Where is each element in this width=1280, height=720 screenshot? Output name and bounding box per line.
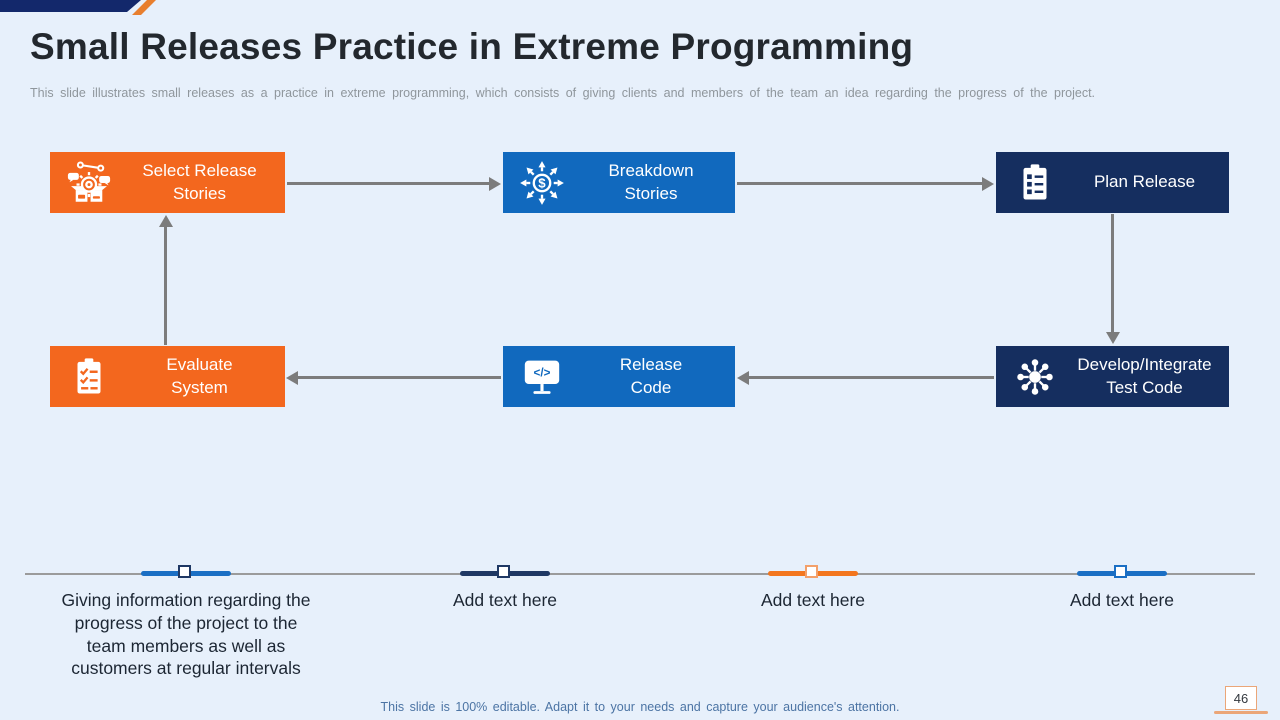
arrow-evaluate-to-select — [164, 227, 167, 345]
clipboard-check-icon — [50, 354, 128, 400]
timeline-caption-1[interactable]: Giving information regarding the progres… — [61, 590, 311, 679]
arrow-develop-to-release — [749, 376, 994, 379]
svg-text:$: $ — [538, 175, 546, 190]
flow-node-label: Plan Release — [1093, 172, 1196, 192]
flow-node-select-release-stories[interactable]: Select Release Stories — [50, 152, 285, 213]
flow-node-label: Select Release Stories — [142, 160, 257, 203]
timeline-caption-3[interactable]: Add text here — [760, 590, 866, 610]
flow-node-label: Develop/Integrate Test Code — [1077, 354, 1212, 397]
flow-node-label: Release Code — [619, 354, 683, 397]
flow-node-evaluate-system[interactable]: Evaluate System — [50, 346, 285, 407]
flow-node-develop-integrate-test-code[interactable]: Develop/Integrate Test Code — [996, 346, 1229, 407]
flow-node-breakdown-stories[interactable]: $ Breakdown Stories — [503, 152, 735, 213]
arrow-plan-to-develop — [1111, 214, 1114, 332]
flow-node-plan-release[interactable]: Plan Release — [996, 152, 1229, 213]
box-gear-chat-icon — [50, 158, 128, 208]
code-monitor-icon: </> — [503, 352, 581, 402]
arrow-release-to-evaluate — [298, 376, 501, 379]
timeline-marker-4[interactable] — [1077, 565, 1167, 582]
timeline-marker-3[interactable] — [768, 565, 858, 582]
page-number: 46 — [1225, 686, 1257, 710]
flow-node-label: Evaluate System — [166, 354, 233, 397]
timeline-caption-4[interactable]: Add text here — [1069, 590, 1175, 610]
svg-text:</>: </> — [534, 366, 551, 379]
flow-node-label: Breakdown Stories — [608, 160, 694, 203]
corner-ribbon-decoration — [0, 0, 156, 15]
dollar-burst-icon: $ — [503, 158, 581, 208]
clipboard-list-icon — [996, 160, 1074, 206]
page-subtitle: This slide illustrates small releases as… — [30, 86, 1096, 100]
timeline-slider-handle[interactable] — [805, 565, 818, 578]
arrow-breakdown-to-plan — [737, 182, 982, 185]
timeline-slider-handle[interactable] — [1114, 565, 1127, 578]
timeline-slider-handle[interactable] — [497, 565, 510, 578]
editable-note: This slide is 100% editable. Adapt it to… — [380, 700, 900, 714]
timeline-marker-1[interactable] — [141, 565, 231, 582]
arrow-select-to-breakdown — [287, 182, 489, 185]
page-number-badge: 46 — [1214, 686, 1268, 716]
timeline-caption-2[interactable]: Add text here — [452, 590, 558, 610]
laptop-base-icon — [1214, 711, 1268, 714]
timeline-line — [25, 573, 1255, 575]
timeline-slider-handle[interactable] — [178, 565, 191, 578]
flow-node-release-code[interactable]: </> Release Code — [503, 346, 735, 407]
network-hub-icon — [996, 352, 1074, 402]
page-title: Small Releases Practice in Extreme Progr… — [30, 26, 914, 67]
timeline-marker-2[interactable] — [460, 565, 550, 582]
